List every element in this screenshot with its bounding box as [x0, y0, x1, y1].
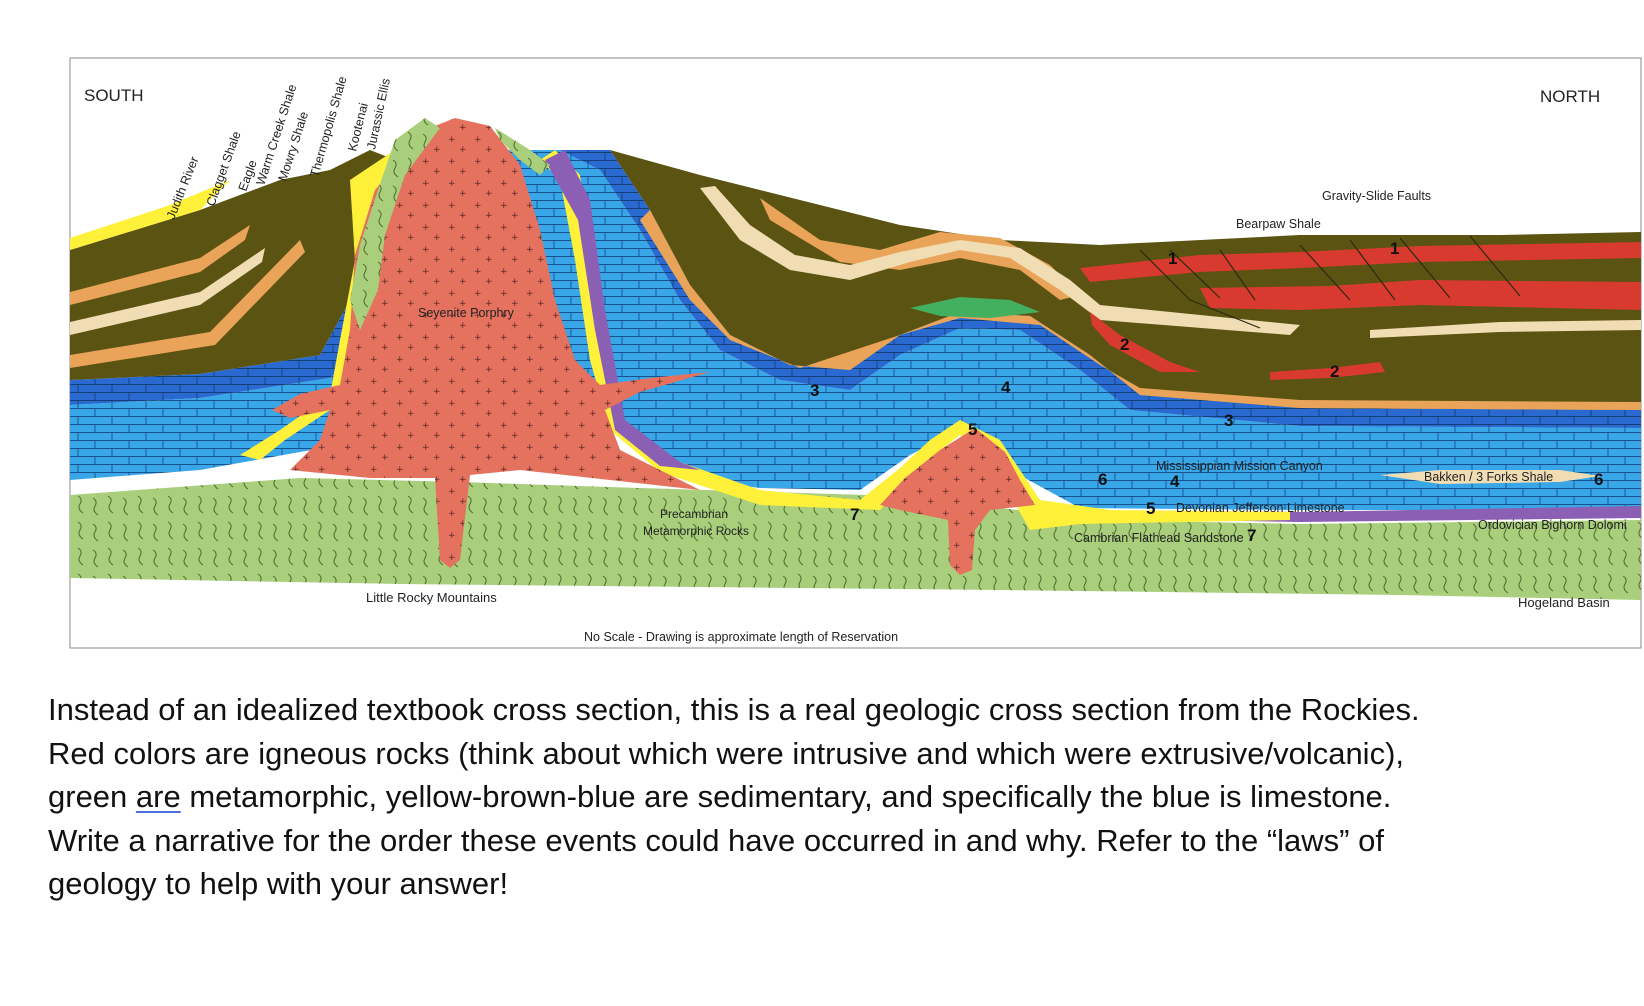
- label-cambrian-flathead-sandstone: Cambrian Flathead Sandstone: [1074, 531, 1244, 545]
- purple-band-west: [545, 150, 700, 470]
- unit-number-6a: 6: [1098, 470, 1107, 489]
- label-little-rocky-mountains: Little Rocky Mountains: [366, 590, 497, 605]
- unit-number-2b: 2: [1330, 362, 1339, 381]
- yellow-sandstone-east: [540, 150, 1290, 530]
- label-seyenite-porphry: Seyenite Porphry: [418, 306, 515, 320]
- red-bed-1: [1080, 242, 1641, 282]
- unit-number-7a: 7: [850, 505, 859, 524]
- label-bakken-3-forks-shale: Bakken / 3 Forks Shale: [1424, 470, 1553, 484]
- label-bearpaw-shale: Bearpaw Shale: [1236, 217, 1321, 231]
- geologic-cross-section: + +: [69, 57, 1642, 649]
- label-no-scale: No Scale - Drawing is approximate length…: [584, 630, 898, 644]
- label-ordovician-bighorn: Ordovician Bighorn Dolomi: [1478, 518, 1627, 532]
- orange-bed-west: [70, 225, 250, 305]
- igneous-stock-anticline: [880, 428, 1035, 575]
- shale-east: [610, 150, 1641, 410]
- unit-number-1a: 1: [1168, 249, 1177, 268]
- label-precambrian: Precambrian: [660, 507, 728, 521]
- red-bed-2: [1200, 280, 1641, 310]
- label-devonian-jefferson-limestone: Devonian Jefferson Limestone: [1176, 501, 1345, 515]
- direction-south: SOUTH: [84, 86, 144, 105]
- cream-bed-east: [1370, 320, 1641, 338]
- unit-number-2a: 2: [1120, 335, 1129, 354]
- unit-number-6b: 6: [1594, 470, 1603, 489]
- metamorphic-rim-west: [350, 118, 440, 330]
- unit-number-3a: 3: [810, 381, 819, 400]
- yellow-bed-west: [70, 180, 230, 250]
- bakken-shale-lens: [1380, 470, 1600, 484]
- metamorphic-rim-east: [495, 128, 550, 175]
- green-cap: [910, 297, 1040, 318]
- direction-north: NORTH: [1540, 87, 1600, 106]
- label-hogeland-basin: Hogeland Basin: [1518, 595, 1610, 610]
- label-gravity-slide-faults: Gravity-Slide Faults: [1322, 189, 1431, 203]
- dark-limestone-band: [70, 140, 420, 405]
- cream-bed-west: [70, 248, 265, 335]
- unit-number-4a: 4: [1001, 378, 1011, 397]
- unit-number-7b: 7: [1247, 526, 1256, 545]
- label-metamorphic-rocks: Metamorphic Rocks: [643, 524, 749, 538]
- unit-number-5b: 5: [1146, 499, 1155, 518]
- orange-bed-west2: [70, 240, 305, 368]
- unit-number-3b: 3: [1224, 411, 1233, 430]
- label-mississippian-mission-canyon: Mississippian Mission Canyon: [1156, 459, 1323, 473]
- red-lens-2: [1270, 362, 1385, 380]
- caption-part1: Instead of an idealized textbook cross s…: [48, 692, 1420, 814]
- gravity-slide-faults: [1139, 235, 1521, 329]
- unit-number-5a: 5: [968, 420, 977, 439]
- caption-highlighted-word[interactable]: are: [135, 779, 181, 814]
- dark-limestone-band-east: [560, 150, 1641, 428]
- red-lens-1: [1090, 312, 1200, 372]
- unit-number-1b: 1: [1390, 239, 1399, 258]
- caption-part2: metamorphic, yellow-brown-blue are sedim…: [48, 779, 1392, 901]
- question-caption: Instead of an idealized textbook cross s…: [48, 688, 1448, 906]
- unit-number-4b: 4: [1170, 472, 1180, 491]
- shale-west: [70, 150, 395, 380]
